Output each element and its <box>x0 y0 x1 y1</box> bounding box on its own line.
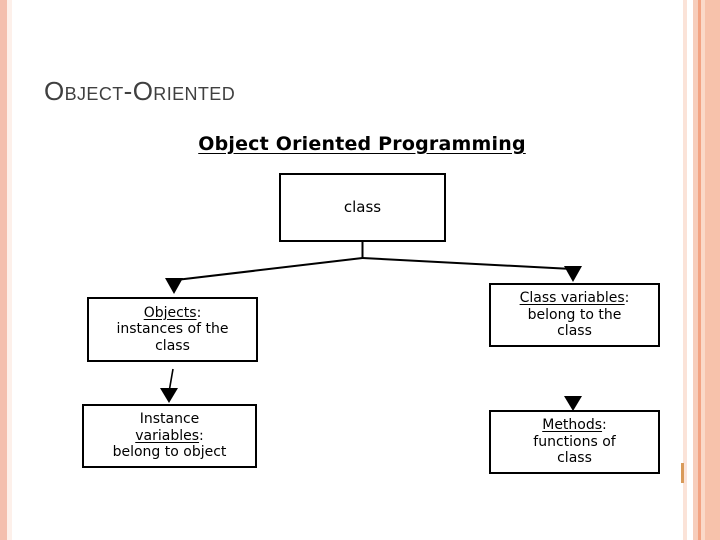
node-objects-line-1: Objects <box>143 304 197 321</box>
node-methods-line-3: class <box>557 450 592 467</box>
node-class-variables-line-3: class <box>557 323 592 340</box>
node-instance-variables-line-3: belong to object <box>112 444 227 461</box>
diagram-node-class[interactable]: class <box>279 173 446 242</box>
node-class-text: class <box>281 197 444 217</box>
diagram-node-methods[interactable]: Methods: functions of class <box>489 410 660 474</box>
edge-class-to-objects <box>175 257 363 281</box>
arrowhead-objects <box>165 278 183 294</box>
node-objects-text: Objects: instances of the class <box>89 305 256 355</box>
arrowhead-methods <box>564 396 582 411</box>
node-instance-variables-line-2: variables <box>135 427 200 444</box>
edge-objects-to-instance-variables <box>168 368 174 393</box>
slide-tick-mark <box>681 463 684 483</box>
right-border-stripe-5 <box>701 0 705 540</box>
diagram-node-objects[interactable]: Objects: instances of the class <box>87 297 258 362</box>
node-instance-variables-line-2-suffix: : <box>199 427 204 444</box>
node-instance-variables-text: Instance variables: belong to object <box>84 411 255 461</box>
node-methods-line-1: Methods <box>542 417 603 434</box>
node-objects-line-1-suffix: : <box>196 304 202 321</box>
right-border-stripe-2 <box>687 0 693 540</box>
arrowhead-instance-variables <box>160 388 178 403</box>
diagram-node-instance-variables[interactable]: Instance variables: belong to object <box>82 404 257 468</box>
node-instance-variables-line-1: Instance <box>139 411 200 428</box>
node-class-line-1: class <box>343 197 382 216</box>
left-border-stripe-1 <box>0 0 7 540</box>
diagram-title: Object Oriented Programming <box>198 133 526 155</box>
node-methods-line-1-suffix: : <box>602 417 607 434</box>
page-title: Object-Oriented <box>44 76 236 106</box>
node-class-variables-line-1: Class variables <box>519 290 625 307</box>
node-methods-text: Methods: functions of class <box>491 417 658 467</box>
arrowhead-class-variables <box>564 266 582 282</box>
right-border-stripe-3 <box>693 0 698 540</box>
right-border-stripe-4 <box>698 0 701 540</box>
edge-class-to-class-variables <box>362 257 573 270</box>
left-border-stripe-2 <box>7 0 12 540</box>
right-border-stripe-1 <box>683 0 687 540</box>
diagram-node-class-variables[interactable]: Class variables: belong to the class <box>489 283 660 347</box>
node-objects-line-3: class <box>155 337 190 354</box>
node-methods-line-2: functions of <box>533 433 616 450</box>
node-class-variables-text: Class variables: belong to the class <box>491 290 658 340</box>
node-class-variables-line-2: belong to the <box>527 306 622 323</box>
node-objects-line-2: instances of the <box>116 321 229 338</box>
node-class-variables-line-1-suffix: : <box>624 290 630 307</box>
right-border-stripe-6 <box>705 0 720 540</box>
